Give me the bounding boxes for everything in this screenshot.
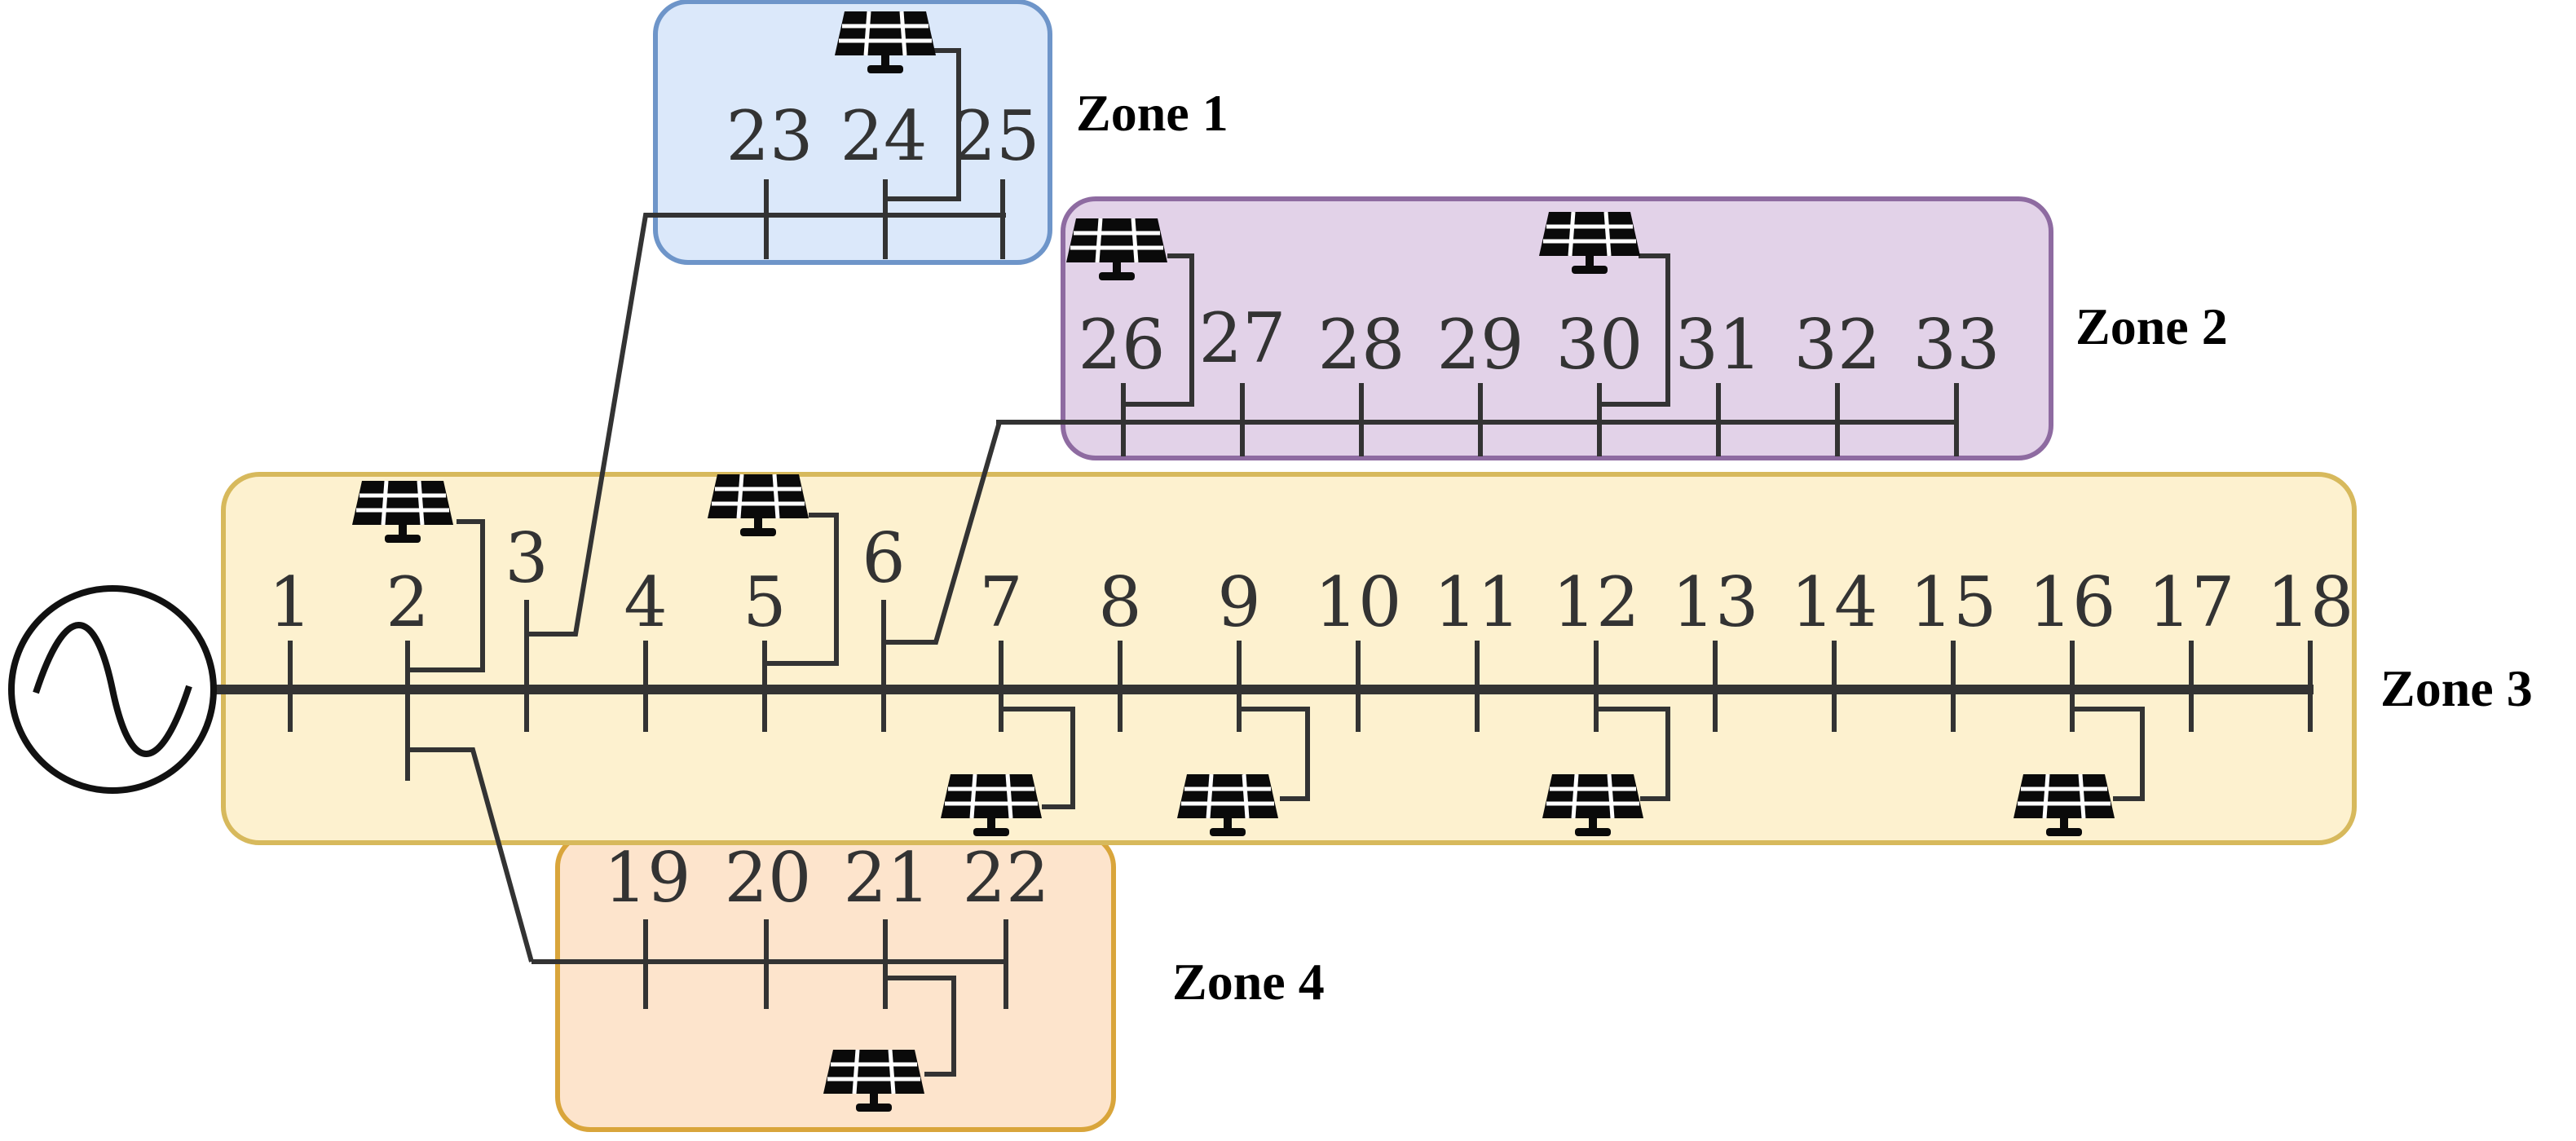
bus-label: 26 — [1078, 305, 1166, 385]
bus-label: 24 — [840, 96, 928, 176]
zone-3-box — [221, 472, 2357, 845]
zone-1-bus-labels: 23 24 25 — [726, 96, 1040, 176]
bus-label: 7 — [979, 562, 1022, 642]
pv-connector-wires — [408, 48, 2145, 1077]
bus-label: 14 — [1791, 562, 1878, 642]
bus-label: 16 — [2029, 562, 2116, 642]
zone-2-ticks — [1121, 383, 1959, 456]
bus-label: 4 — [624, 562, 667, 642]
main-feeder-ticks — [288, 600, 2313, 781]
bus-label: 13 — [1672, 562, 1759, 642]
bus-label: 27 — [1199, 298, 1286, 378]
bus-label: 21 — [844, 838, 931, 918]
bus-label: 10 — [1315, 562, 1402, 642]
zone-3-label: Zone 3 — [2380, 659, 2533, 717]
bus-label: 22 — [963, 838, 1050, 918]
branch-2-to-19 — [408, 747, 534, 963]
zone-1-label: Zone 1 — [1076, 84, 1228, 142]
bus-label: 33 — [1913, 305, 2000, 385]
ac-voltage-source-icon — [8, 585, 217, 794]
bus-label: 18 — [2267, 562, 2354, 642]
zone-4-label: Zone 4 — [1172, 953, 1325, 1011]
bus-label: 12 — [1553, 562, 1640, 642]
zone-2-box — [1061, 196, 2053, 460]
bus-label: 8 — [1098, 562, 1141, 642]
bus-label: 11 — [1434, 562, 1521, 642]
bus-label: 15 — [1910, 562, 1997, 642]
bus-label: 19 — [604, 838, 691, 918]
bus-label: 29 — [1437, 305, 1524, 385]
bus-label: 17 — [2148, 562, 2235, 642]
bus-label: 1 — [268, 562, 311, 642]
bus-label: 32 — [1794, 305, 1881, 385]
bus-label: 2 — [386, 562, 429, 642]
bus-label: 5 — [743, 562, 786, 642]
bus-label: 9 — [1217, 562, 1260, 642]
bus-label: 30 — [1556, 305, 1643, 385]
zone-3-bus-labels: 1 2 3 4 5 6 7 8 9 10 11 12 13 14 15 16 1… — [268, 518, 2353, 642]
zone-4-bus-labels: 19 20 21 22 — [604, 838, 1050, 918]
zone-4-ticks — [643, 919, 1008, 1009]
bus-label: 28 — [1318, 305, 1405, 385]
branch-6-to-26 — [884, 420, 1011, 645]
zone-2-bus-labels: 26 27 28 29 30 31 32 33 — [1078, 298, 2000, 385]
zone-2-label: Zone 2 — [2075, 297, 2228, 355]
bus-label: 23 — [726, 96, 814, 176]
bus-label: 31 — [1675, 305, 1762, 385]
bus-label: 20 — [725, 838, 812, 918]
branch-3-to-23 — [527, 213, 652, 637]
bus-label: 25 — [953, 96, 1040, 176]
zone-1-ticks — [764, 179, 1005, 259]
bus-label: 6 — [862, 518, 905, 598]
bus-label: 3 — [505, 518, 548, 598]
